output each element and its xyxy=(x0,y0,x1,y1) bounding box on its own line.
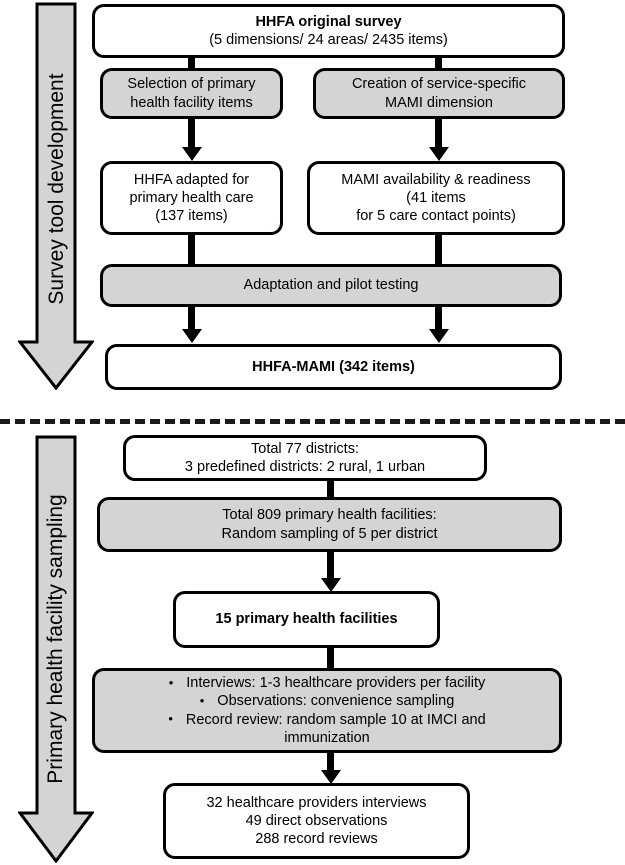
section-divider xyxy=(0,419,625,424)
box-15-primary-health-facilities[interactable]: 15 primary health facilities xyxy=(173,591,440,648)
arrowhead-methods-to-outcomes xyxy=(320,770,341,784)
box-outcomes-line2: 49 direct observations xyxy=(245,812,388,829)
connector-survey-to-selection xyxy=(188,56,195,72)
methods-bullet-3-text: Record review: random sample 10 at IMCI … xyxy=(185,711,486,728)
box-selection-primary-health-facility-items[interactable]: Selection of primary health facility ite… xyxy=(100,68,283,119)
box-mami-line3: for 5 care contact points) xyxy=(356,208,516,225)
connector-sampled-to-methods xyxy=(327,646,334,670)
box-creation-line2: MAMI dimension xyxy=(385,94,493,111)
arrowhead-pilot-to-result-right xyxy=(428,329,449,343)
box-data-collection-outcomes[interactable]: 32 healthcare providers interviews 49 di… xyxy=(163,783,470,859)
box-creation-service-specific-mami-dimension[interactable]: Creation of service-specific MAMI dimens… xyxy=(313,68,565,119)
arrowhead-creation-to-mami xyxy=(428,147,449,161)
box-mami-line1: MAMI availability & readiness xyxy=(341,171,531,188)
box-hhfa-adapted-primary-health-care[interactable]: HHFA adapted for primary health care (13… xyxy=(100,161,283,235)
box-adapted-line2: primary health care xyxy=(129,189,254,206)
box-data-collection-methods[interactable]: • Interviews: 1-3 healthcare providers pe… xyxy=(92,668,562,753)
box-hhfa-original-survey[interactable]: HHFA original survey (5 dimensions/ 24 a… xyxy=(92,4,565,58)
box-selection-line2: health facility items xyxy=(130,94,253,111)
methods-bullet-1-text: Interviews: 1-3 healthcare providers per… xyxy=(186,674,486,691)
box-facilities-total-line1: Total 809 primary health facilities: xyxy=(222,507,437,524)
connector-pilot-to-result-left xyxy=(188,306,195,332)
connector-methods-to-outcomes xyxy=(327,751,334,773)
box-pilot-line1: Adaptation and pilot testing xyxy=(243,277,419,294)
box-facilities-sampled-line1: 15 primary health facilities xyxy=(215,611,398,628)
box-hhfa-original-survey-line1: HHFA original survey xyxy=(255,13,402,30)
primary-health-facility-sampling-arrow-label: Primary health facility sampling xyxy=(44,494,67,784)
box-adapted-line3: (137 items) xyxy=(155,208,228,225)
arrowhead-facilities-to-sampled xyxy=(320,578,341,592)
box-facilities-total-line2: Random sampling of 5 per district xyxy=(221,525,438,542)
connector-facilities-to-sampled xyxy=(327,551,334,581)
connector-creation-to-mami xyxy=(435,116,442,150)
bullet-dot-icon: • xyxy=(168,674,174,690)
primary-health-facility-sampling-arrow: Primary health facility sampling xyxy=(18,435,94,863)
box-adaptation-and-pilot-testing[interactable]: Adaptation and pilot testing xyxy=(100,264,562,307)
bullet-dot-icon: • xyxy=(168,711,173,727)
box-districts-line1: Total 77 districts: xyxy=(251,440,359,457)
connector-survey-to-creation xyxy=(435,56,442,72)
methods-bullet-2-text: Observations: convenience sampling xyxy=(217,693,455,710)
bullet-dot-icon: • xyxy=(199,693,205,709)
survey-tool-development-arrow: Survey tool development xyxy=(18,2,94,390)
connector-districts-to-facilities xyxy=(327,479,334,499)
connector-selection-to-adapted xyxy=(188,116,195,150)
box-outcomes-line1: 32 healthcare providers interviews xyxy=(206,794,427,811)
box-districts-line2: 3 predefined districts: 2 rural, 1 urban xyxy=(184,459,426,475)
methods-bullet-2: • Observations: convenience sampling xyxy=(200,692,455,710)
box-mami-availability-readiness[interactable]: MAMI availability & readiness (41 items … xyxy=(307,161,565,235)
methods-bullet-3: • Record review: random sample 10 at IMCI… xyxy=(168,711,485,729)
box-hhfa-mami-result[interactable]: HHFA-MAMI (342 items) xyxy=(105,344,562,390)
box-mami-line2: (41 items xyxy=(406,189,466,206)
survey-tool-development-arrow-label: Survey tool development xyxy=(45,73,68,305)
box-creation-line1: Creation of service-specific xyxy=(351,76,527,93)
box-result-line1: HHFA-MAMI (342 items) xyxy=(252,358,415,375)
box-hhfa-original-survey-line2: (5 dimensions/ 24 areas/ 2435 items) xyxy=(209,32,448,48)
connector-pilot-to-result-right xyxy=(435,306,442,332)
methods-bullet-1: • Interviews: 1-3 healthcare providers pe… xyxy=(169,674,486,692)
box-outcomes-line3: 288 record reviews xyxy=(255,831,378,848)
arrowhead-pilot-to-result-left xyxy=(181,329,202,343)
box-adapted-line1: HHFA adapted for xyxy=(133,171,250,188)
box-total-primary-health-facilities[interactable]: Total 809 primary health facilities: Ran… xyxy=(97,497,562,552)
connector-mami-to-pilot xyxy=(435,233,442,265)
connector-adapted-to-pilot xyxy=(188,233,195,265)
box-selection-line1: Selection of primary xyxy=(127,76,256,93)
box-total-districts[interactable]: Total 77 districts: 3 predefined distric… xyxy=(123,435,487,481)
methods-bullet-3-continuation: immunization xyxy=(284,729,370,746)
arrowhead-selection-to-adapted xyxy=(181,147,202,161)
